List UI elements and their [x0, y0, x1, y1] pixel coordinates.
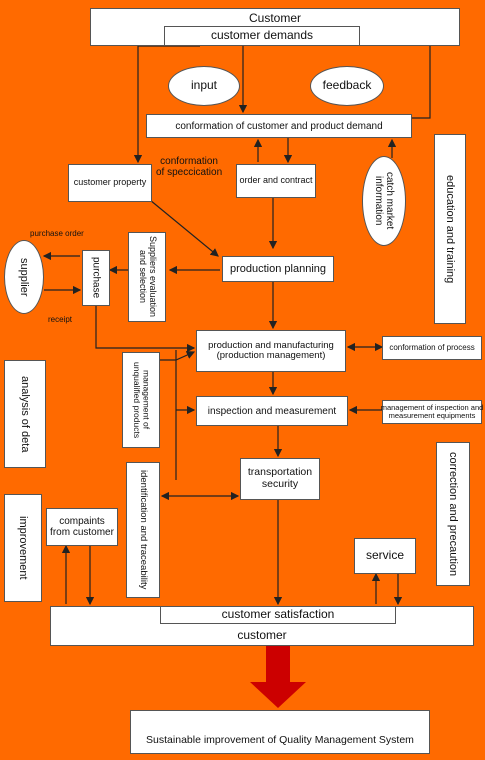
conformation-process-box: conformation of process: [382, 336, 482, 360]
customer-satisfaction-box: customer satisfaction: [160, 606, 396, 624]
service-label: service: [365, 548, 404, 563]
identification-traceability-box: identification and traceability: [126, 462, 160, 598]
inspection-measurement-box: inspection and measurement: [196, 396, 348, 426]
receipt-label: receipt: [48, 315, 73, 324]
transportation-security-label: transportation security: [247, 466, 313, 490]
customer-satisfaction-label: customer satisfaction: [221, 607, 335, 622]
customer-property-box: customer property: [68, 164, 152, 202]
management-equipments-box: management of inspection and measurement…: [380, 400, 484, 424]
order-contract-box: order and contract: [236, 164, 316, 198]
arrow-property-to-planning: [149, 199, 219, 257]
customer-bottom-label: customer: [237, 627, 287, 642]
feedback-ellipse: feedback: [310, 66, 384, 106]
big-down-arrow: [250, 646, 306, 708]
conformation-process-label: conformation of process: [389, 342, 475, 352]
order-contract-label: order and contract: [239, 175, 313, 186]
production-planning-box: production planning: [222, 256, 334, 282]
analysis-data-label: analysis of deta: [19, 375, 32, 453]
inspection-measurement-label: inspection and measurement: [207, 405, 337, 417]
management-unqualified-label: management of unqualified products: [132, 361, 152, 439]
transportation-security-box: transportation security: [240, 458, 320, 500]
management-equipments-label: management of inspection and measurement…: [380, 402, 484, 420]
input-label: input: [190, 78, 218, 93]
conformation-demand-box: conformation of customer and product dem…: [146, 114, 412, 138]
catch-market-label: catch market information: [373, 172, 395, 230]
education-training-label: education and training: [444, 174, 457, 284]
education-training-box: education and training: [434, 134, 466, 324]
conformation-specification-label: conformation of speccication: [156, 156, 223, 178]
analysis-data-box: analysis of deta: [4, 360, 46, 468]
purchase-box: purchase: [82, 250, 110, 306]
customer-demands-label: customer demands: [210, 28, 314, 43]
suppliers-evaluation-box: Suppliers evaluation and selection: [128, 232, 166, 322]
suppliers-evaluation-label: Suppliers evaluation and selection: [138, 236, 158, 318]
supplier-label: supplier: [18, 257, 31, 297]
arrow-to-customer-property: [133, 45, 200, 164]
complaints-box: compaints from customer: [46, 508, 118, 546]
sustainable-improvement-label: Sustainable improvement of Quality Manag…: [146, 734, 414, 747]
arrow-unqualified-to-production: [160, 351, 196, 361]
customer-property-label: customer property: [73, 177, 147, 188]
production-planning-label: production planning: [229, 262, 327, 275]
supplier-ellipse: supplier: [4, 240, 44, 314]
sustainable-improvement-box: Sustainable improvement of Quality Manag…: [130, 710, 430, 754]
customer-top-label: Customer: [248, 11, 301, 25]
identification-traceability-label: identification and traceability: [138, 470, 150, 590]
customer-demands-box: customer demands: [164, 26, 360, 46]
correction-precaution-box: correction and precaution: [436, 442, 470, 586]
production-manufacturing-box: production and manufacturing (production…: [196, 330, 346, 372]
input-ellipse: input: [168, 66, 240, 106]
correction-precaution-label: correction and precaution: [447, 451, 460, 577]
arrow-purchase-to-production: [95, 306, 196, 353]
management-unqualified-box: management of unqualified products: [122, 352, 160, 448]
catch-market-ellipse: catch market information: [362, 156, 406, 246]
conformation-demand-label: conformation of customer and product dem…: [175, 120, 383, 132]
improvement-box: improvement: [4, 494, 42, 602]
purchase-order-label: purchase order: [30, 229, 84, 238]
purchase-label: purchase: [90, 257, 102, 299]
feedback-label: feedback: [322, 78, 372, 93]
production-manufacturing-label: production and manufacturing (production…: [208, 339, 334, 361]
complaints-label: compaints from customer: [50, 516, 114, 538]
service-box: service: [354, 538, 416, 574]
improvement-label: improvement: [17, 516, 30, 580]
